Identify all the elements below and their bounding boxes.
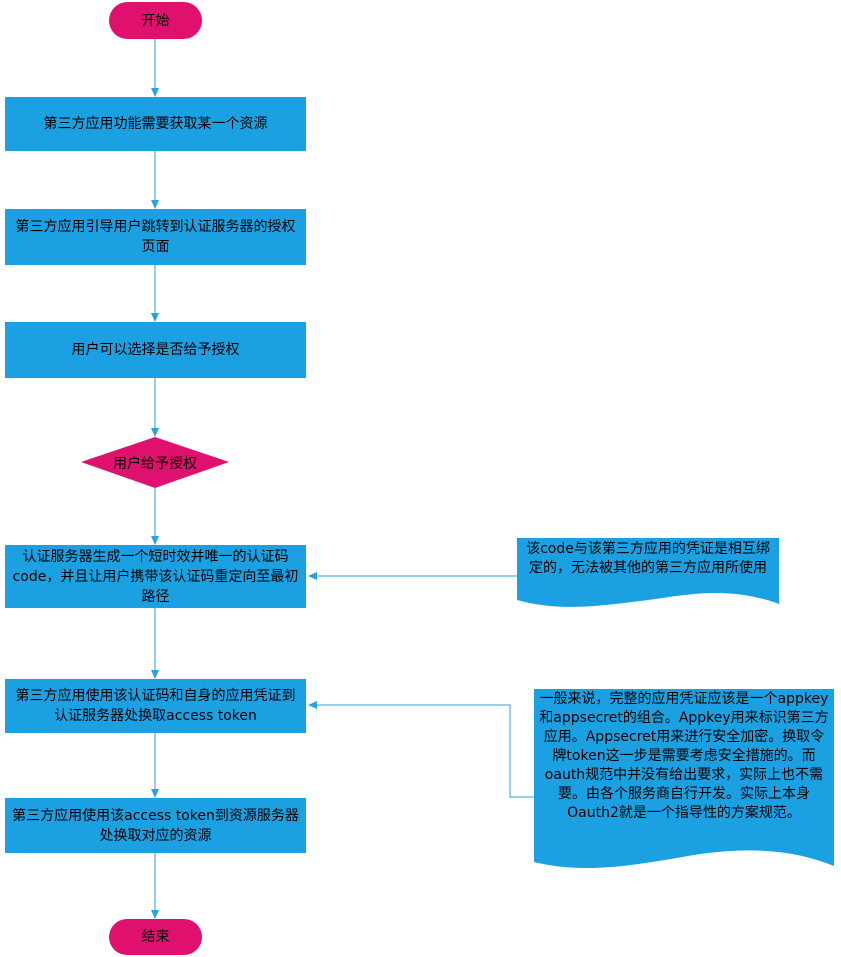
start-terminal: 开始 (109, 2, 202, 39)
process-step-5-label: 第三方应用使用该认证码和自身的应用凭证到认证服务器处换取access token (15, 688, 296, 724)
process-step-2: 第三方应用引导用户跳转到认证服务器的授权页面 (5, 209, 306, 265)
end-terminal: 结束 (109, 919, 202, 955)
process-step-4-label: 认证服务器生成一个短时效并唯一的认证码code，并且让用户携带该认证码重定向至最… (12, 548, 299, 605)
note-2-text: 一般来说，完整的应用凭证应该是一个appkey和appsecret的组合。App… (539, 691, 829, 821)
process-step-3-label: 用户可以选择是否给予授权 (71, 342, 240, 358)
end-label: 结束 (141, 929, 170, 945)
process-step-6-label: 第三方应用使用该access token到资源服务器处换取对应的资源 (12, 807, 299, 844)
process-step-6: 第三方应用使用该access token到资源服务器处换取对应的资源 (5, 798, 306, 853)
process-step-5: 第三方应用使用该认证码和自身的应用凭证到认证服务器处换取access token (5, 679, 306, 733)
decision-diamond (81, 437, 229, 488)
decision-label: 用户给予授权 (113, 455, 197, 472)
decision-node: 用户给予授权 (81, 437, 229, 488)
process-step-3: 用户可以选择是否给予授权 (5, 322, 306, 378)
process-step-1: 第三方应用功能需要获取某一个资源 (5, 97, 306, 151)
note-1-text: 该code与该第三方应用的凭证是相互绑定的，无法被其他的第三方应用所使用 (526, 541, 770, 576)
note2-document-shape (534, 689, 834, 868)
process-step-2-label: 第三方应用引导用户跳转到认证服务器的授权页面 (15, 219, 296, 255)
process-step-4: 认证服务器生成一个短时效并唯一的认证码code，并且让用户携带该认证码重定向至最… (5, 545, 306, 608)
start-label: 开始 (141, 12, 170, 29)
connector-note2-step5 (308, 701, 534, 798)
process-step-1-label: 第三方应用功能需要获取某一个资源 (43, 116, 268, 132)
note1-document-shape (517, 538, 779, 607)
